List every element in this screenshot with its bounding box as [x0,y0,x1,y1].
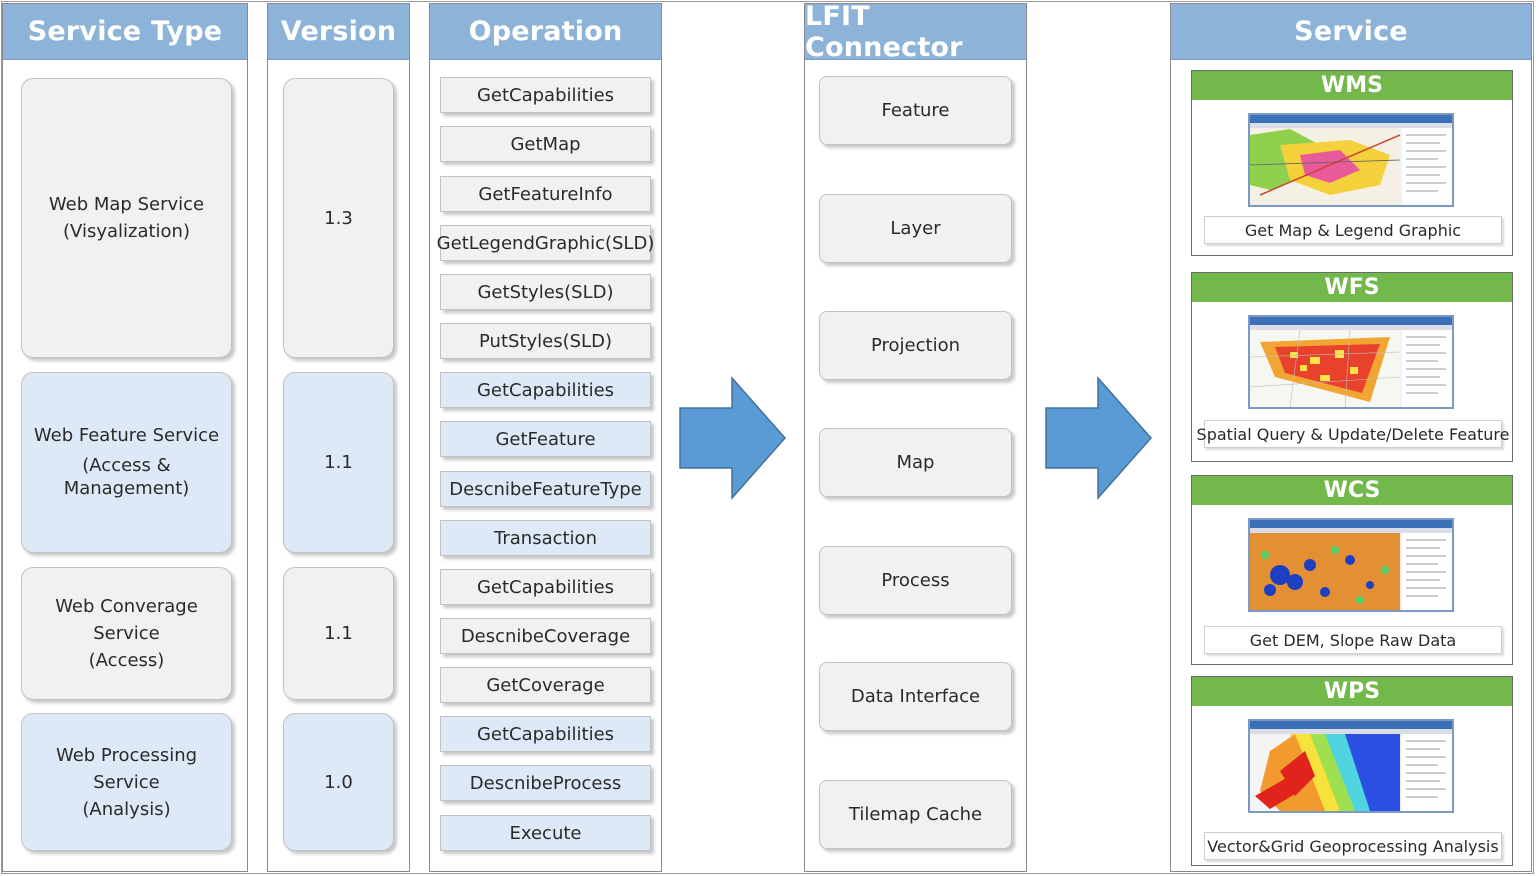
service-name: WFS [1192,273,1512,302]
operation-column: Operation GetCapabilities GetMap GetFeat… [429,3,662,872]
flow-arrow-icon [679,376,787,500]
service-type-line: (Access) [88,650,165,671]
version-column: Version 1.3 1.1 1.1 1.0 [267,3,410,872]
service-type-header: Service Type [3,4,247,60]
operation-item: GetStyles(SLD) [440,274,651,310]
service-description: Get Map & Legend Graphic [1204,216,1502,244]
service-type-line: Management) [63,478,190,500]
version-header: Version [268,4,409,60]
operation-item: GetCoverage [440,667,651,703]
connector-item: Layer [819,194,1012,263]
connector-item: Map [819,428,1012,497]
operation-item: Transaction [440,520,651,556]
service-name: WPS [1192,677,1512,706]
service-type-line: Web Map Service [48,194,205,215]
operation-item: DescnibeFeatureType [440,471,651,507]
operation-item: GetCapabilities [440,569,651,605]
operation-item: GetFeatureInfo [440,176,651,212]
service-type-wms: Web Map Service (Visyalization) [21,78,232,358]
operation-item: DescnibeCoverage [440,618,651,654]
map-screenshot-icon [1248,113,1454,207]
service-type-wps: Web Processing Service (Analysis) [21,713,232,851]
service-description: Vector&Grid Geoprocessing Analysis [1204,832,1502,860]
map-screenshot-icon [1248,518,1454,612]
version-wfs: 1.1 [283,372,394,553]
service-description: Get DEM, Slope Raw Data [1204,626,1502,654]
service-card-wfs: WFS Spatial Query & Update/Delete Featur… [1191,272,1513,462]
service-card-wcs: WCS Get DEM, Slope Raw Data [1191,475,1513,665]
version-wms: 1.3 [283,78,394,358]
operation-item: GetCapabilities [440,77,651,113]
connector-header: LFIT Connector [805,1,1026,63]
service-name: WCS [1192,476,1512,505]
operation-item: DescnibeProcess [440,765,651,801]
operation-item: GetLegendGraphic(SLD) [437,225,654,261]
connector-item: Projection [819,311,1012,380]
service-type-line: (Access & [82,454,171,476]
operation-item: GetFeature [440,421,651,457]
service-card-wps: WPS Vector&Grid Geoprocessing Analysis [1191,676,1513,866]
connector-item: Process [819,546,1012,615]
operation-item: GetCapabilities [440,372,651,408]
connector-item: Feature [819,76,1012,145]
operation-item: Execute [440,815,651,851]
version-wps: 1.0 [283,713,394,851]
service-type-line: (Analysis) [82,798,171,820]
service-type-wcs: Web Converage Service (Access) [21,567,232,700]
service-column: Service WMS Get Map & Legend Graphic WFS [1170,3,1532,872]
connector-column: LFIT Connector Feature Layer Projection … [804,1,1027,872]
operation-item: GetCapabilities [440,716,651,752]
operation-header: Operation [430,4,661,60]
connector-item: Data Interface [819,662,1012,731]
service-description: Spatial Query & Update/Delete Feature [1197,420,1509,448]
service-type-line: (Visyalization) [63,221,190,242]
service-type-line: Web Converage Service [55,596,198,644]
service-type-line: Web Processing Service [55,744,198,793]
version-wcs: 1.1 [283,567,394,700]
service-header: Service [1171,4,1531,60]
service-type-line: Web Feature Service [33,425,220,447]
map-screenshot-icon [1248,719,1454,813]
operation-item: GetMap [440,126,651,162]
service-type-column: Service Type Web Map Service (Visyalizati… [2,3,248,872]
service-type-wfs: Web Feature Service (Access &Management) [21,372,232,553]
operation-item: PutStyles(SLD) [440,323,651,359]
connector-item: Tilemap Cache [819,780,1012,849]
service-card-wms: WMS Get Map & Legend Graphic [1191,70,1513,256]
map-screenshot-icon [1248,315,1454,409]
service-name: WMS [1192,71,1512,100]
flow-arrow-icon [1045,376,1153,500]
